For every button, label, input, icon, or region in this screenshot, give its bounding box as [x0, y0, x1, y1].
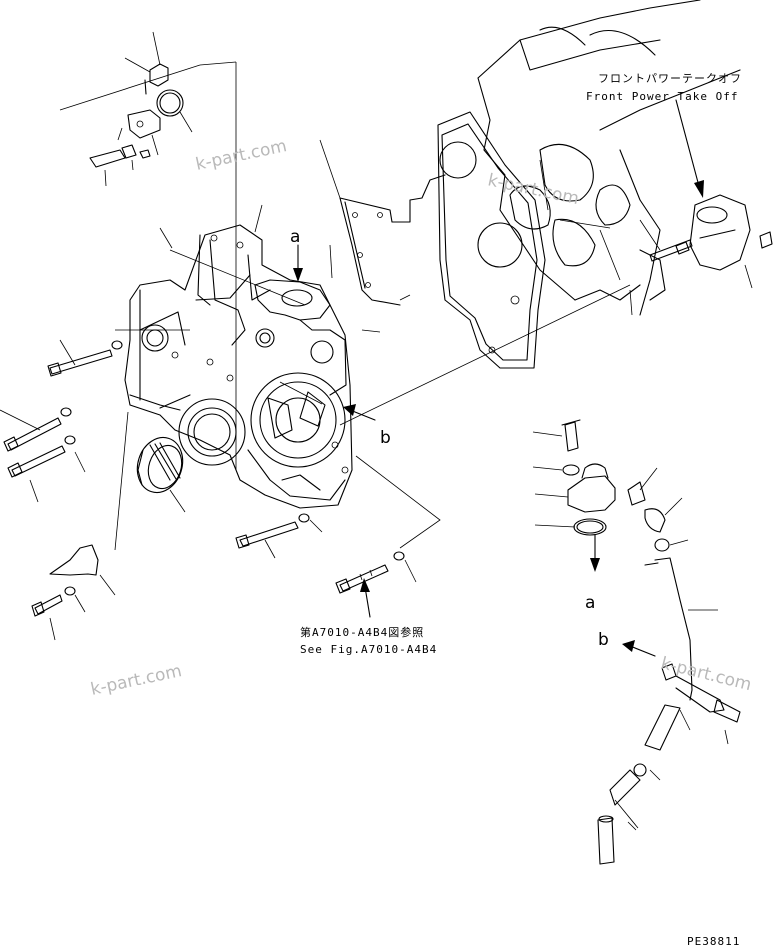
hose-assembly [561, 419, 741, 865]
see-figure-label-en: See Fig.A7010-A4B4 [300, 643, 437, 656]
front-pto-label-jp: フロントパワーテークオフ [598, 72, 742, 85]
watermark: k-part.com [194, 136, 289, 175]
front-power-take-off [649, 194, 773, 271]
see-figure-label-jp: 第A7010-A4B4図参照 [300, 625, 424, 639]
engine-block [477, 0, 741, 316]
left-bolts [3, 340, 405, 617]
upper-small-parts [89, 63, 184, 168]
ref-letter-b-bottom: b [598, 630, 609, 650]
ref-letter-a-bottom: a [585, 593, 595, 613]
watermark: k-part.com [89, 661, 184, 700]
watermark: k-part.com [486, 170, 581, 209]
reference-arrows [293, 99, 704, 657]
ref-letter-b-middle: b [380, 428, 391, 448]
ref-letter-a-top: a [290, 227, 300, 247]
front-gear-cover [124, 224, 353, 509]
front-pto-label-en: Front Power Take Off [586, 90, 738, 103]
leader-lines [0, 31, 753, 831]
diagram-labels: フロントパワーテークオフ Front Power Take Off 第A7010… [290, 72, 742, 946]
front-oil-seal [136, 436, 184, 494]
page-code: PE38811 [687, 935, 740, 946]
watermark: k-part.com [659, 653, 754, 695]
gear-case-gasket [339, 111, 546, 369]
